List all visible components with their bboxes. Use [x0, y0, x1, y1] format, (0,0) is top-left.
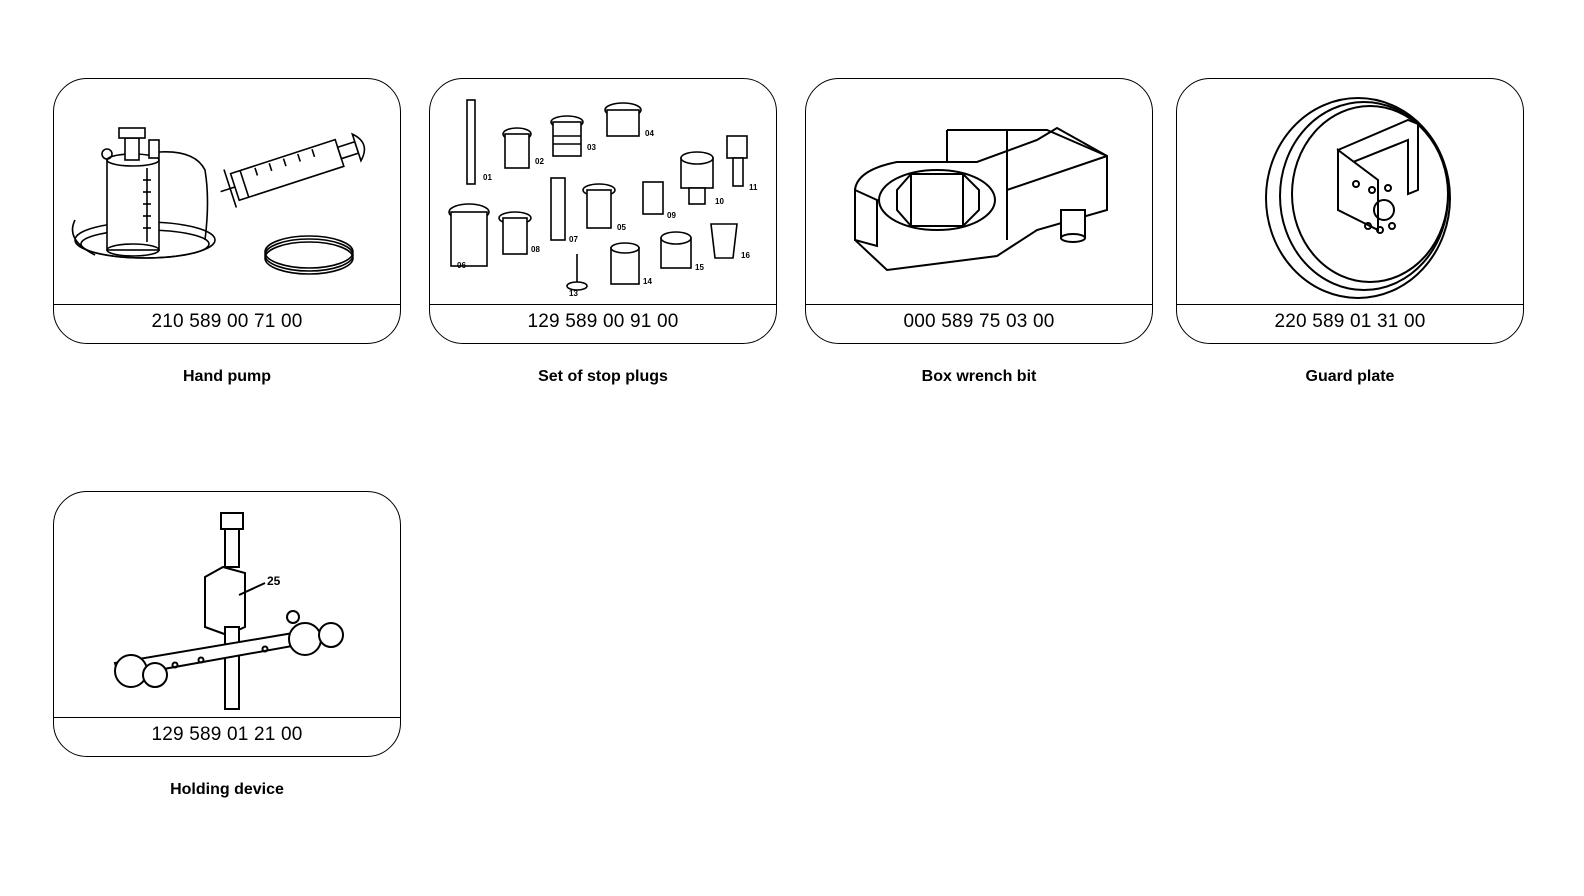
- callout-label: 25: [267, 574, 281, 588]
- part-number: 129 589 00 91 00: [527, 311, 679, 332]
- plug-label: 13: [569, 289, 578, 298]
- divider: [1176, 304, 1524, 305]
- tool-name: Guard plate: [1305, 368, 1395, 385]
- plug-label: 06: [457, 261, 466, 270]
- plug-label: 15: [695, 263, 704, 272]
- tool-card-holding-device: 25 129 589 01 21 00 Holding device: [53, 491, 403, 798]
- plug-label: 16: [741, 251, 750, 260]
- divider: [429, 304, 777, 305]
- tool-name: Holding device: [170, 781, 284, 798]
- hand-pump-icon: [71, 127, 366, 275]
- part-number: 000 589 75 03 00: [903, 311, 1055, 332]
- plug-label: 09: [667, 211, 676, 220]
- tool-card-guard-plate: 220 589 01 31 00 Guard plate: [1176, 78, 1526, 385]
- stop-plugs-icon: 01 02 03 04 05 06 07 08 09 10 11 13 14 1…: [448, 99, 758, 298]
- plug-label: 11: [749, 183, 758, 192]
- box-wrench-bit-icon: [854, 126, 1108, 272]
- plug-label: 02: [535, 157, 544, 166]
- guard-plate-icon: [1265, 97, 1451, 299]
- part-number: 220 589 01 31 00: [1274, 311, 1426, 332]
- plug-label: 01: [483, 173, 492, 182]
- divider: [805, 304, 1153, 305]
- tool-card-stop-plugs: 01 02 03 04 05 06 07 08 09 10 11 13 14 1…: [429, 78, 779, 385]
- holding-device-icon: 25: [113, 512, 344, 710]
- tool-card-hand-pump: 210 589 00 71 00 Hand pump: [53, 78, 403, 385]
- tool-name: Hand pump: [183, 368, 271, 385]
- plug-label: 14: [643, 277, 652, 286]
- plug-label: 04: [645, 129, 654, 138]
- tool-name: Set of stop plugs: [538, 368, 668, 385]
- plug-label: 03: [587, 143, 596, 152]
- plug-label: 05: [617, 223, 626, 232]
- plug-label: 07: [569, 235, 578, 244]
- plug-label: 08: [531, 245, 540, 254]
- divider: [53, 717, 401, 718]
- part-number: 129 589 01 21 00: [151, 724, 303, 745]
- tool-name: Box wrench bit: [921, 368, 1037, 385]
- tool-card-box-wrench-bit: 000 589 75 03 00 Box wrench bit: [805, 78, 1155, 385]
- divider: [53, 304, 401, 305]
- plug-label: 10: [715, 197, 724, 206]
- part-number: 210 589 00 71 00: [151, 311, 303, 332]
